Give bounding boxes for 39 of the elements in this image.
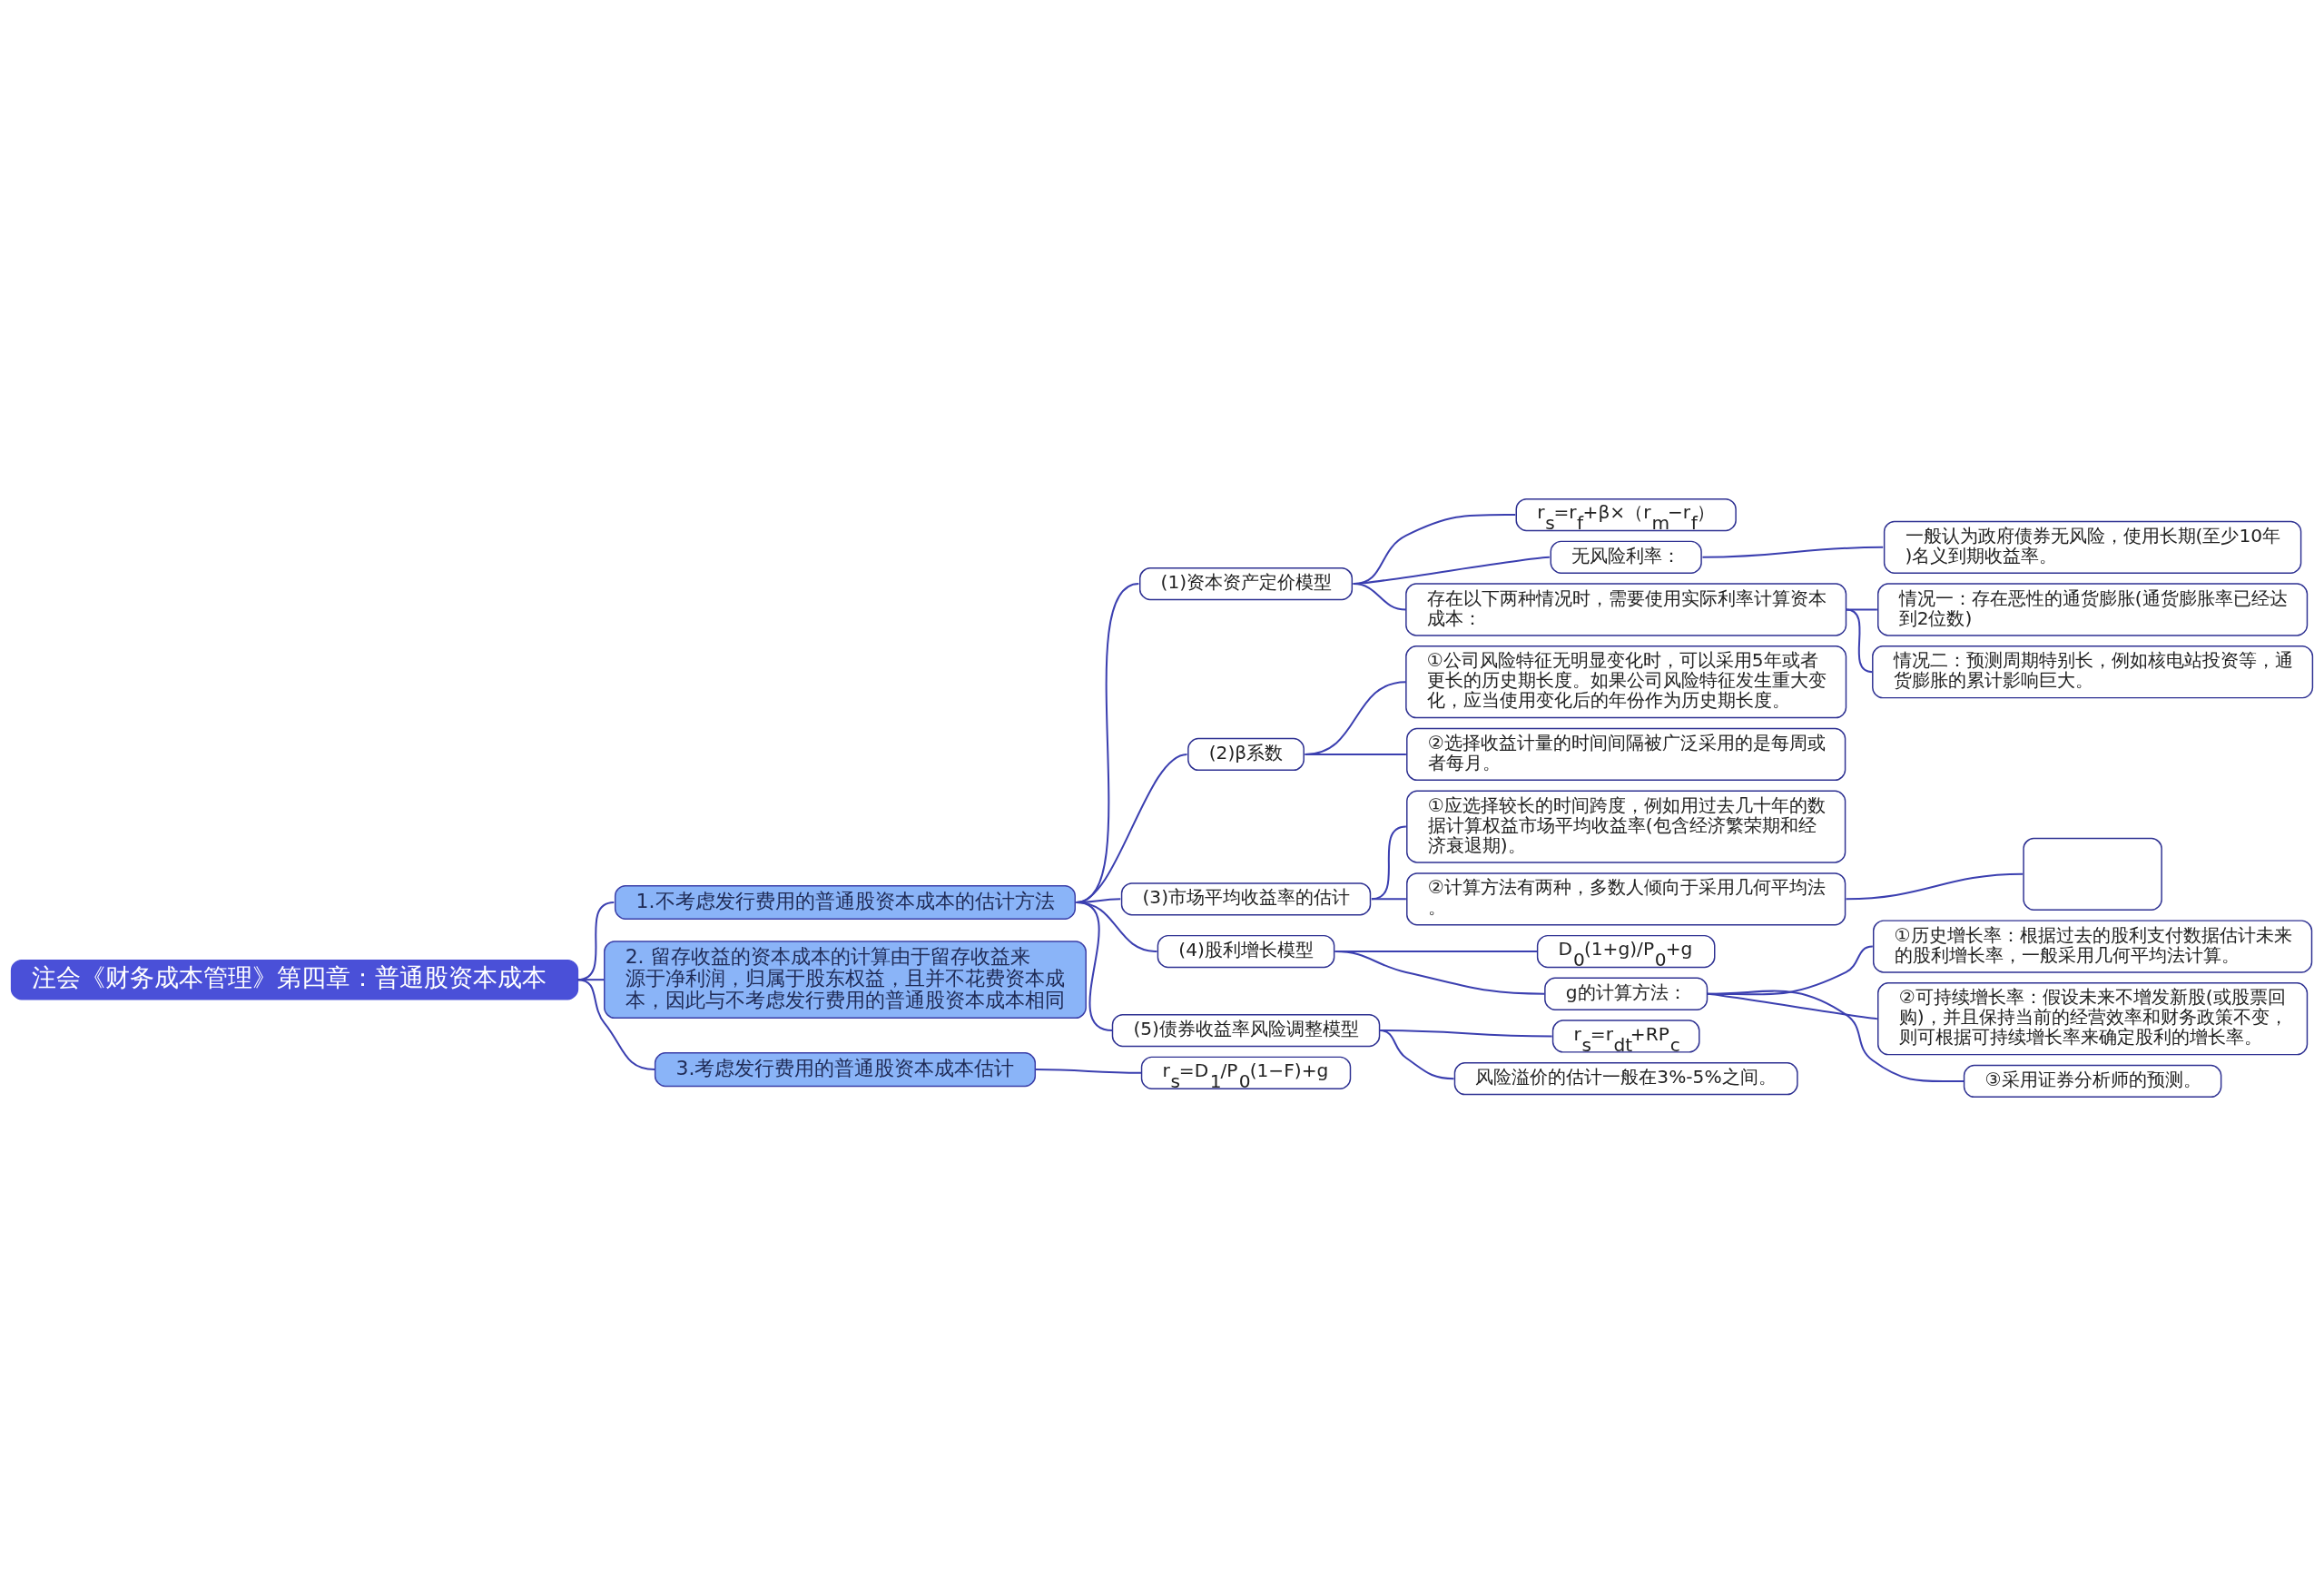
node-box: ①公司风险特征无明显变化时，可以采用5年或者更长的历史期长度。如果公司风险特征发生重大变化，应当使用变化后的年份作为历史期长度。	[1405, 645, 1847, 719]
node-box: ②选择收益计量的时间间隔被广泛采用的是每周或者每月。	[1406, 727, 1846, 782]
node-box: ②可持续增长率：假设未来不增发新股(或股票回购)，并且保持当前的经营效率和财务政策不变，则可根据可持续增长率来确定股利的增长率。	[1877, 982, 2309, 1056]
node-box: 风险溢价的估计一般在3%-5%之间。	[1453, 1062, 1798, 1096]
connector	[1702, 546, 1884, 558]
node-box: (1)资本资产定价模型	[1139, 566, 1354, 601]
node-box: 无风险利率：	[1550, 540, 1702, 574]
connector	[1846, 608, 1873, 674]
node-box: (5)债券收益率风险调整模型	[1111, 1013, 1381, 1048]
node-box: g的计算方法：	[1544, 977, 1709, 1010]
connector	[1371, 898, 1406, 901]
connector	[1334, 951, 1545, 995]
node-box: ①历史增长率：根据过去的股利支付数据估计未来的股利增长率，一般采用几何平均法计算。	[1873, 920, 2313, 973]
node-box: ①应选择较长的时间跨度，例如用过去几十年的数据计算权益市场平均收益率(包含经济繁荣期和经济衰退期)。	[1406, 790, 1846, 863]
node-box: 3.考虑发行费用的普通股资本成本估计	[654, 1052, 1037, 1088]
node-box: 2. 留存收益的资本成本的计算由于留存收益来源于净利润，归属于股东权益，且并不花费资本成本，因此与不考虑发行费用的普通股资本成本相同	[604, 941, 1087, 1020]
connector	[1707, 990, 1965, 1083]
node-box: 1.不考虑发行费用的普通股资本成本的估计方法	[614, 884, 1076, 921]
node-box: (2)β系数	[1187, 737, 1305, 772]
node-box: (3)市场平均收益率的估计	[1120, 882, 1372, 916]
node-box: 情况一：存在恶性的通货膨胀(通货膨胀率已经达到2位数)	[1877, 583, 2309, 636]
node-box: 情况二：预测周期特别长，例如核电站投资等，通货膨胀的累计影响巨大。	[1872, 645, 2314, 699]
node-box: (4)股利增长模型	[1157, 934, 1335, 969]
connector	[1035, 1069, 1142, 1074]
connector	[577, 979, 655, 1071]
connector	[1846, 608, 1877, 611]
connector	[1305, 681, 1406, 755]
connector	[1846, 872, 2024, 901]
connector	[1379, 1030, 1454, 1080]
connector	[1371, 825, 1407, 901]
connector	[1353, 583, 1406, 611]
node-box: 一般认为政府债券无风险，使用长期(至少10年)名义到期收益率。	[1883, 520, 2302, 574]
connector	[1305, 753, 1406, 755]
node-box: ③采用证券分析师的预测。	[1963, 1064, 2222, 1098]
node-box: 注会《财务成本管理》第四章：普通股资本成本	[10, 959, 579, 1000]
connector	[1076, 901, 1113, 1032]
node-box: 存在以下两种情况时，需要使用实际利率计算资本成本：	[1405, 583, 1847, 636]
node-box	[2023, 837, 2162, 911]
node-box: ②计算方法有两种，多数人倾向于采用几何平均法。	[1406, 872, 1846, 926]
